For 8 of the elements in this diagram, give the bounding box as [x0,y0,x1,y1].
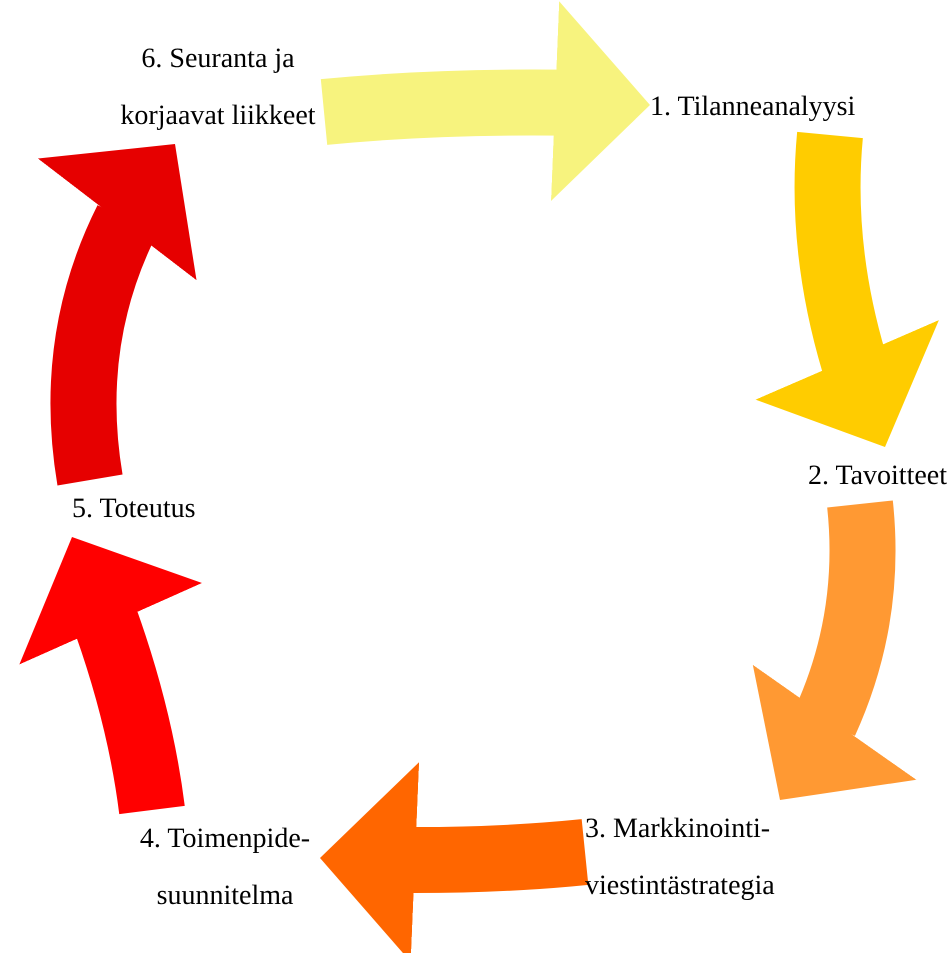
step-label: 2. Tavoitteet [790,447,947,504]
step-label: 4. Toimenpide- suunnitelma [130,810,320,924]
step-label: 3. Markkinointi- viestintästrategia [585,800,785,914]
step-label: 6. Seuranta ja korjaavat liikkeet [112,30,324,144]
step-label: 5. Toteutus [72,480,212,537]
step-label: 1. Tilanneanalyysi [650,78,875,135]
curved-arrow [321,2,652,202]
curved-arrow [318,762,588,953]
